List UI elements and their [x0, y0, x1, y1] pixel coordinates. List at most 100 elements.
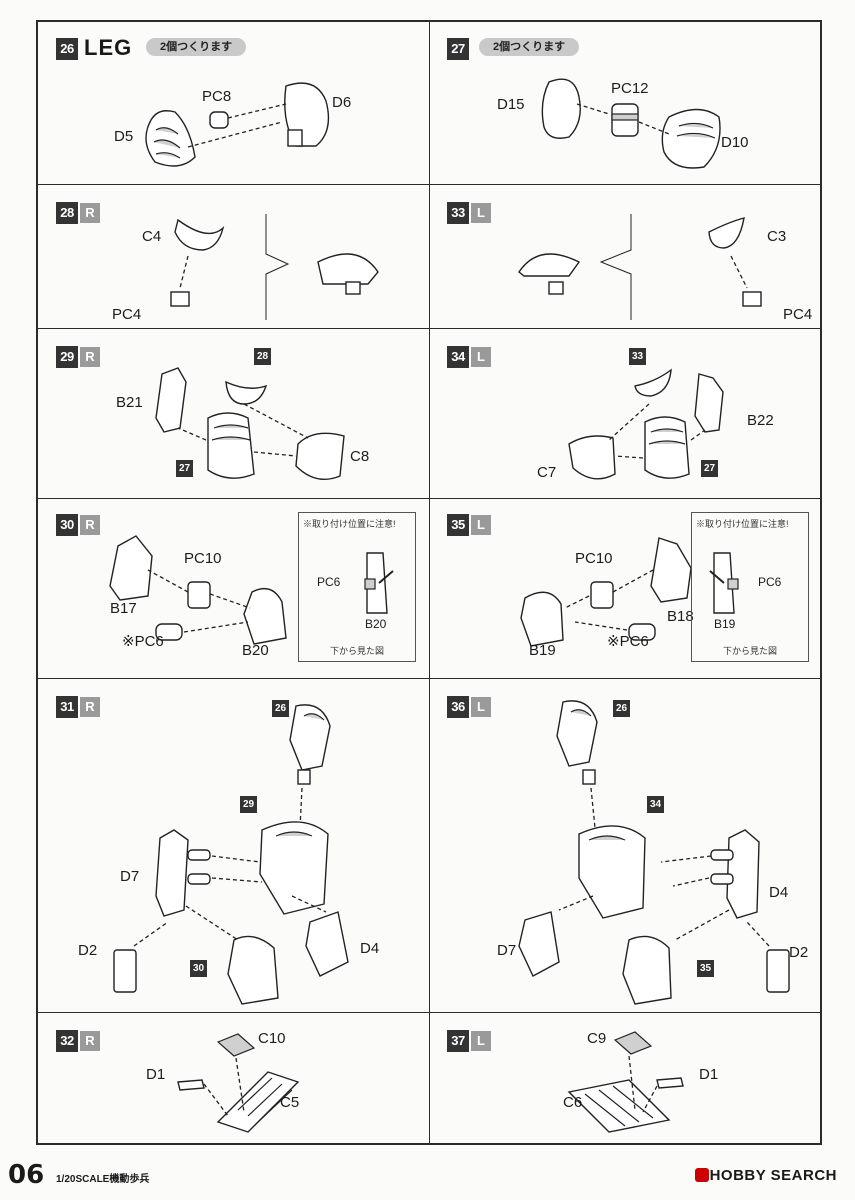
part-label: C7: [537, 464, 557, 481]
part-label: D4: [769, 884, 789, 901]
part-label: B20: [242, 642, 269, 659]
step-number: 33: [447, 202, 469, 224]
side-indicator: R: [80, 697, 100, 717]
part-label: D1: [146, 1066, 166, 1083]
step-reference: 28: [254, 348, 271, 365]
caution-title: ※取り付け位置に注意!: [303, 519, 396, 529]
step-27: 27 2個つくります PC12 D15 D10: [429, 22, 820, 184]
step-number: 36: [447, 696, 469, 718]
leg-assembly-illustration: [113, 704, 349, 1005]
step-number: 34: [447, 346, 469, 368]
part-label: C4: [142, 228, 162, 245]
part-label: B21: [116, 394, 143, 411]
caption: 下から見た図: [329, 646, 384, 656]
leg-part-illustration: [541, 78, 721, 169]
caution-note: ※取り付け位置に注意! PC6 B20 下から見た図: [298, 512, 416, 662]
quantity-badge: 2個つくります: [479, 38, 580, 56]
side-indicator: L: [471, 515, 491, 535]
part-label: PC6: [317, 575, 341, 589]
part-label: D10: [721, 134, 749, 151]
foot-part-illustration: [567, 1031, 684, 1133]
part-label: D4: [360, 940, 380, 957]
leg-part-illustration: [109, 535, 287, 645]
leg-part-illustration: [520, 537, 692, 647]
side-indicator: L: [471, 347, 491, 367]
step-reference: 35: [697, 960, 714, 977]
part-label: C9: [587, 1030, 607, 1047]
leg-part-illustration: [145, 82, 330, 167]
side-indicator: L: [471, 697, 491, 717]
leg-part-illustration: [170, 214, 379, 320]
side-indicator: R: [80, 347, 100, 367]
step-reference: 26: [272, 700, 289, 717]
foot-part-illustration: [177, 1033, 300, 1133]
part-label: C10: [258, 1030, 286, 1047]
step-number: 31: [56, 696, 78, 718]
step-26: 26 LEG 2個つくります PC8 D6 D5: [38, 22, 429, 184]
step-29: 29 R 28 27 B21 C8: [38, 328, 429, 498]
step-number: 28: [56, 202, 78, 224]
part-label: B19: [529, 642, 556, 659]
step-30: 30 R PC10 B17 ※PC6 B20 ※取り付け位置に注意! PC6 B…: [38, 498, 429, 678]
watermark-logo: HOBBY SEARCH: [709, 1167, 837, 1184]
step-reference: 33: [629, 348, 646, 365]
page-footer: 06 1/20SCALE機動歩兵 HOBBY SEARCH: [0, 1160, 855, 1190]
step-reference: 26: [613, 700, 630, 717]
step-34: 34 L 33 27 B22 C7: [429, 328, 820, 498]
caution-title: ※取り付け位置に注意!: [696, 519, 789, 529]
step-33: 33 L C3 PC4: [429, 184, 820, 328]
product-name: 1/20SCALE機動歩兵: [56, 1174, 150, 1185]
step-reference: 34: [647, 796, 664, 813]
step-37: 37 L C9 D1 C6: [429, 1012, 820, 1143]
part-label: D5: [114, 128, 134, 145]
step-reference: 27: [701, 460, 718, 477]
side-indicator: L: [471, 203, 491, 223]
step-31: 31 R 26 29 30 D7 D2 D4: [38, 678, 429, 1012]
part-label: D7: [120, 868, 140, 885]
step-reference: 29: [240, 796, 257, 813]
instruction-frame: 26 LEG 2個つくります PC8 D6 D5 27 2個つくります PC12…: [36, 20, 822, 1145]
part-label: C3: [767, 228, 787, 245]
step-number: 37: [447, 1030, 469, 1052]
step-number: 32: [56, 1030, 78, 1052]
step-number: 26: [56, 38, 78, 60]
part-label: C6: [563, 1094, 583, 1111]
step-36: 36 L 26 34 35 D4 D7 D2: [429, 678, 820, 1012]
part-label: C8: [350, 448, 370, 465]
step-reference: 27: [176, 460, 193, 477]
part-label: B20: [365, 617, 387, 631]
part-label: ※PC6: [607, 633, 649, 650]
part-label: B19: [714, 617, 736, 631]
step-28: 28 R C4 PC4: [38, 184, 429, 328]
side-indicator: R: [80, 1031, 100, 1051]
bottom-view-illustration: [709, 552, 739, 614]
leg-part-illustration: [155, 367, 345, 480]
section-title: LEG: [84, 35, 133, 60]
leg-part-illustration: [518, 214, 762, 320]
part-label: B22: [747, 412, 774, 429]
part-label: PC12: [611, 80, 649, 97]
part-label: PC4: [112, 306, 142, 323]
part-label: PC4: [783, 306, 813, 323]
side-indicator: L: [471, 1031, 491, 1051]
step-number: 29: [56, 346, 78, 368]
part-label: D1: [699, 1066, 719, 1083]
part-label: B17: [110, 600, 137, 617]
step-35: 35 L PC10 B18 ※PC6 B19 ※取り付け位置に注意! PC6 B…: [429, 498, 820, 678]
step-32: 32 R C10 D1 C5: [38, 1012, 429, 1143]
part-label: D6: [332, 94, 352, 111]
part-label: D15: [497, 96, 525, 113]
part-label: PC10: [184, 550, 222, 567]
quantity-badge: 2個つくります: [146, 38, 247, 56]
caution-note: ※取り付け位置に注意! PC6 B19 下から見た図: [691, 512, 809, 662]
step-number: 35: [447, 514, 469, 536]
part-label: ※PC6: [122, 633, 164, 650]
part-label: D2: [789, 944, 809, 961]
step-reference: 30: [190, 960, 207, 977]
side-indicator: R: [80, 515, 100, 535]
part-label: C5: [280, 1094, 300, 1111]
page-number: 06: [8, 1160, 45, 1190]
side-indicator: R: [80, 203, 100, 223]
part-label: PC6: [758, 575, 782, 589]
step-number: 30: [56, 514, 78, 536]
